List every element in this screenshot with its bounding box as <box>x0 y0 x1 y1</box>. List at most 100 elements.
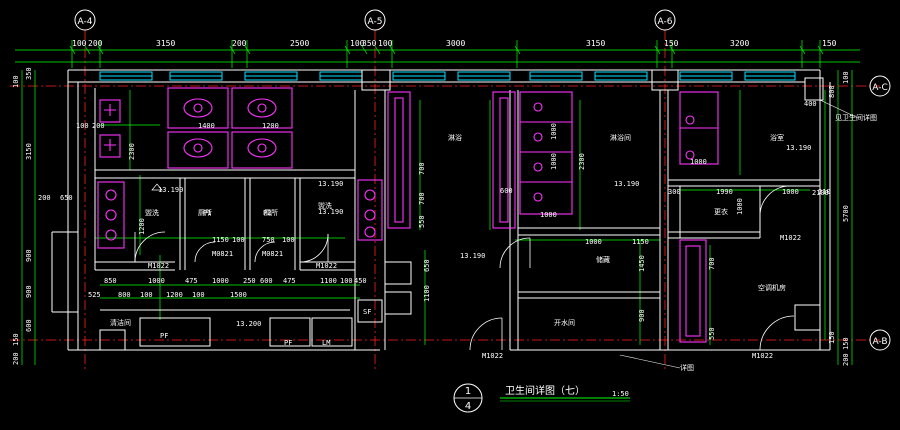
title-block: 1 4 卫生间详图（七） 1:50 <box>453 383 630 413</box>
walls <box>51 69 831 351</box>
drawing-number-bottom: 4 <box>465 401 471 412</box>
dim-text: 1000 <box>540 211 557 219</box>
axis-lines <box>10 30 880 372</box>
room-label: 淋浴间 <box>610 133 631 142</box>
room-label: 淋浴 <box>448 133 462 142</box>
dim-text: 100 <box>842 71 850 84</box>
room-label: 厕所 <box>264 208 278 217</box>
dim-text: 100 <box>378 39 393 48</box>
dim-text: 200 <box>232 39 247 48</box>
dim-text: 350 <box>362 39 377 48</box>
room-label: 浴室 <box>770 133 784 142</box>
dim-text: 800 <box>118 291 131 299</box>
fixture-tag: P1 <box>203 209 211 217</box>
dim-text: 150 <box>664 39 679 48</box>
dim-text: 600 <box>25 319 33 332</box>
dim-text: 1000 <box>550 123 558 140</box>
room-label: 厕所 <box>198 208 212 217</box>
dim-text: 1990 <box>716 188 733 196</box>
dim-text: 475 <box>185 277 198 285</box>
axis-label-ab: A-B <box>872 337 887 347</box>
dim-text: 900 <box>25 249 33 262</box>
dim-text: 200 <box>88 39 103 48</box>
dim-text: 250 <box>243 277 256 285</box>
axis-label-a4: A-4 <box>78 17 93 27</box>
dim-text: 750 <box>262 236 275 244</box>
elevation-text: 13.200 <box>236 320 261 328</box>
room-label: 更衣 <box>714 207 728 216</box>
interior-dimension-texts: 1400 1200 100 200 1150 100 750 100 850 1… <box>76 122 831 340</box>
dim-text: 700 <box>418 162 426 175</box>
dim-text: 1000 <box>585 238 602 246</box>
dim-text: 100 <box>72 39 87 48</box>
dim-text: 650 <box>60 194 73 202</box>
elevation-text: 13.190 <box>318 208 343 216</box>
dim-text: 1200 <box>138 218 146 235</box>
dim-text: 100 <box>76 122 89 130</box>
fixtures <box>97 87 719 343</box>
dim-text: 200 <box>92 122 105 130</box>
drawing-title: 卫生间详图（七） <box>505 384 585 397</box>
elevation-marks: 13.190 13.190 13.190 13.190 13.190 13.20… <box>151 144 811 328</box>
elevation-text: 13.190 <box>614 180 639 188</box>
door-tag: M1022 <box>482 352 503 360</box>
dim-text: 3000 <box>446 39 465 48</box>
dim-text: 2300 <box>578 153 586 170</box>
dim-text: 100 <box>350 39 365 48</box>
room-label: 清洁间 <box>110 318 131 327</box>
room-label: 储藏 <box>596 255 610 264</box>
elevation-text: 13.190 <box>460 252 485 260</box>
dim-text: 150 <box>822 39 837 48</box>
door-tag: M0821 <box>262 250 283 258</box>
dim-text: 2300 <box>128 143 136 160</box>
dim-text: 900 <box>638 309 646 322</box>
dim-text: 700 <box>708 257 716 270</box>
dim-text: 100 <box>192 291 205 299</box>
dim-text: 650 <box>423 259 431 272</box>
dim-text: 1000 <box>148 277 165 285</box>
dim-text: 1200 <box>262 122 279 130</box>
fixture-tag: SF <box>363 308 371 316</box>
dim-text: 2100 <box>812 189 829 197</box>
fixture-tag: PF <box>284 339 292 347</box>
dim-text: 150 <box>828 331 836 344</box>
dim-text: 3200 <box>730 39 749 48</box>
left-dimension-texts: 100 350 3150 200 650 900 900 600 150 200 <box>12 67 73 365</box>
dim-text: 1200 <box>166 291 183 299</box>
dim-text: 1000 <box>550 153 558 170</box>
dim-text: 150 <box>842 337 850 350</box>
room-label: 盥洗 <box>318 201 332 210</box>
dim-text: 1500 <box>230 291 247 299</box>
door-tag: M1022 <box>780 234 801 242</box>
dim-text: 850 <box>104 277 117 285</box>
top-dimension-texts: 100 200 3150 200 2500 100 350 100 3000 3… <box>72 39 837 48</box>
dim-text: 200 <box>842 353 850 366</box>
dim-text: 350 <box>25 67 33 80</box>
door-tags: M1022 M0821 M0821 M1022 M1022 M1022 M102… <box>148 234 801 360</box>
dim-text: 1000 <box>212 277 229 285</box>
dim-text: 475 <box>283 277 296 285</box>
door-tag: M1022 <box>148 262 169 270</box>
dim-text: 100 <box>340 277 353 285</box>
annotations: 见卫生间详图 详图 <box>619 99 877 372</box>
dim-text: 100 <box>12 75 20 88</box>
fixture-tag: LM <box>322 339 330 347</box>
dim-text: 600 <box>500 187 513 195</box>
dim-text: 200 <box>38 194 51 202</box>
axis-bubbles: A-4 A-5 A-6 A-C A-B <box>74 9 891 351</box>
dim-text: 200 <box>12 352 20 365</box>
dim-text: 2500 <box>290 39 309 48</box>
bottom-note: 详图 <box>680 363 694 372</box>
dimension-lines <box>15 40 860 365</box>
door-tag: M1022 <box>316 262 337 270</box>
dim-text: 3150 <box>156 39 175 48</box>
drawing-number-top: 1 <box>465 386 471 397</box>
door-tag: M0821 <box>212 250 233 258</box>
fixture-tag: P2 <box>263 209 271 217</box>
fixture-tag: PF <box>160 332 168 340</box>
doors <box>134 185 795 351</box>
dim-text: 210 <box>818 188 831 196</box>
dim-text: 150 <box>12 333 20 346</box>
